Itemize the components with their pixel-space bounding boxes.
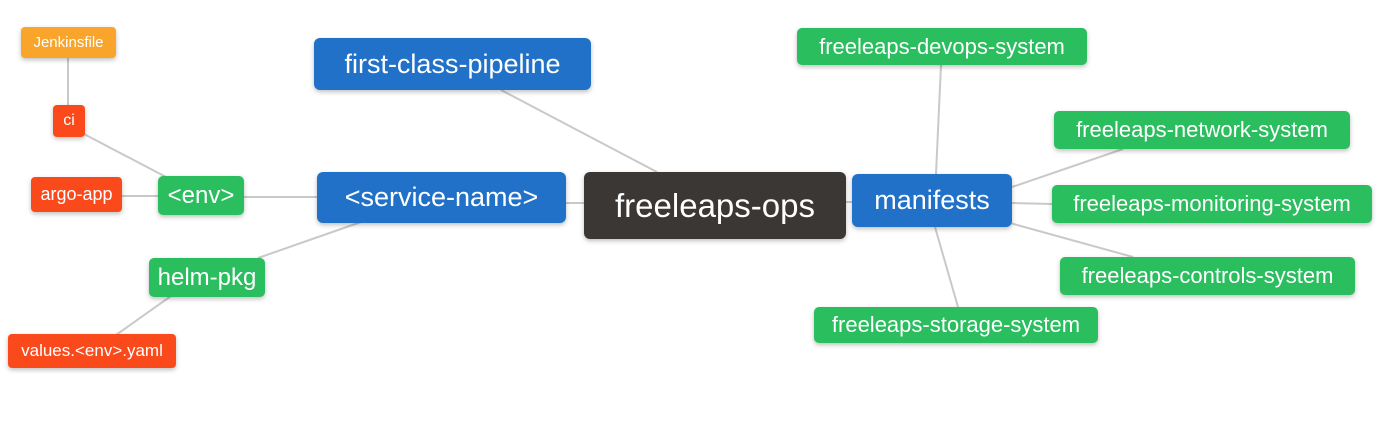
node-manifests[interactable]: manifests — [852, 174, 1012, 227]
edge-manifests-controls — [1009, 222, 1134, 258]
node-ci[interactable]: ci — [53, 105, 85, 137]
edge-manifests-devops — [935, 64, 942, 175]
node-first-class-pipeline[interactable]: first-class-pipeline — [314, 38, 591, 90]
edge-manifests-network — [1011, 148, 1124, 188]
node-freeleaps-devops-system[interactable]: freeleaps-devops-system — [797, 28, 1087, 65]
node-helm-pkg[interactable]: helm-pkg — [149, 258, 265, 297]
edge-manifests-storage — [934, 226, 959, 308]
node-jenkinsfile[interactable]: Jenkinsfile — [21, 27, 116, 58]
node-freeleaps-controls-system[interactable]: freeleaps-controls-system — [1060, 257, 1355, 295]
node-argo-app[interactable]: argo-app — [31, 177, 122, 212]
edge-manifests-monitoring — [1011, 202, 1053, 205]
edge-values-helm-pkg — [115, 295, 172, 336]
edge-fcp-freeleaps-ops — [500, 89, 658, 173]
edge-ci-env — [83, 133, 167, 178]
node-freeleaps-network-system[interactable]: freeleaps-network-system — [1054, 111, 1350, 149]
node-values-env-yaml[interactable]: values.<env>.yaml — [8, 334, 176, 368]
node-freeleaps-ops-root[interactable]: freeleaps-ops — [584, 172, 846, 239]
node-env[interactable]: <env> — [158, 176, 244, 215]
node-freeleaps-monitoring-system[interactable]: freeleaps-monitoring-system — [1052, 185, 1372, 223]
node-freeleaps-storage-system[interactable]: freeleaps-storage-system — [814, 307, 1098, 343]
node-service-name[interactable]: <service-name> — [317, 172, 566, 223]
edge-helm-pkg-service-name — [257, 221, 362, 259]
